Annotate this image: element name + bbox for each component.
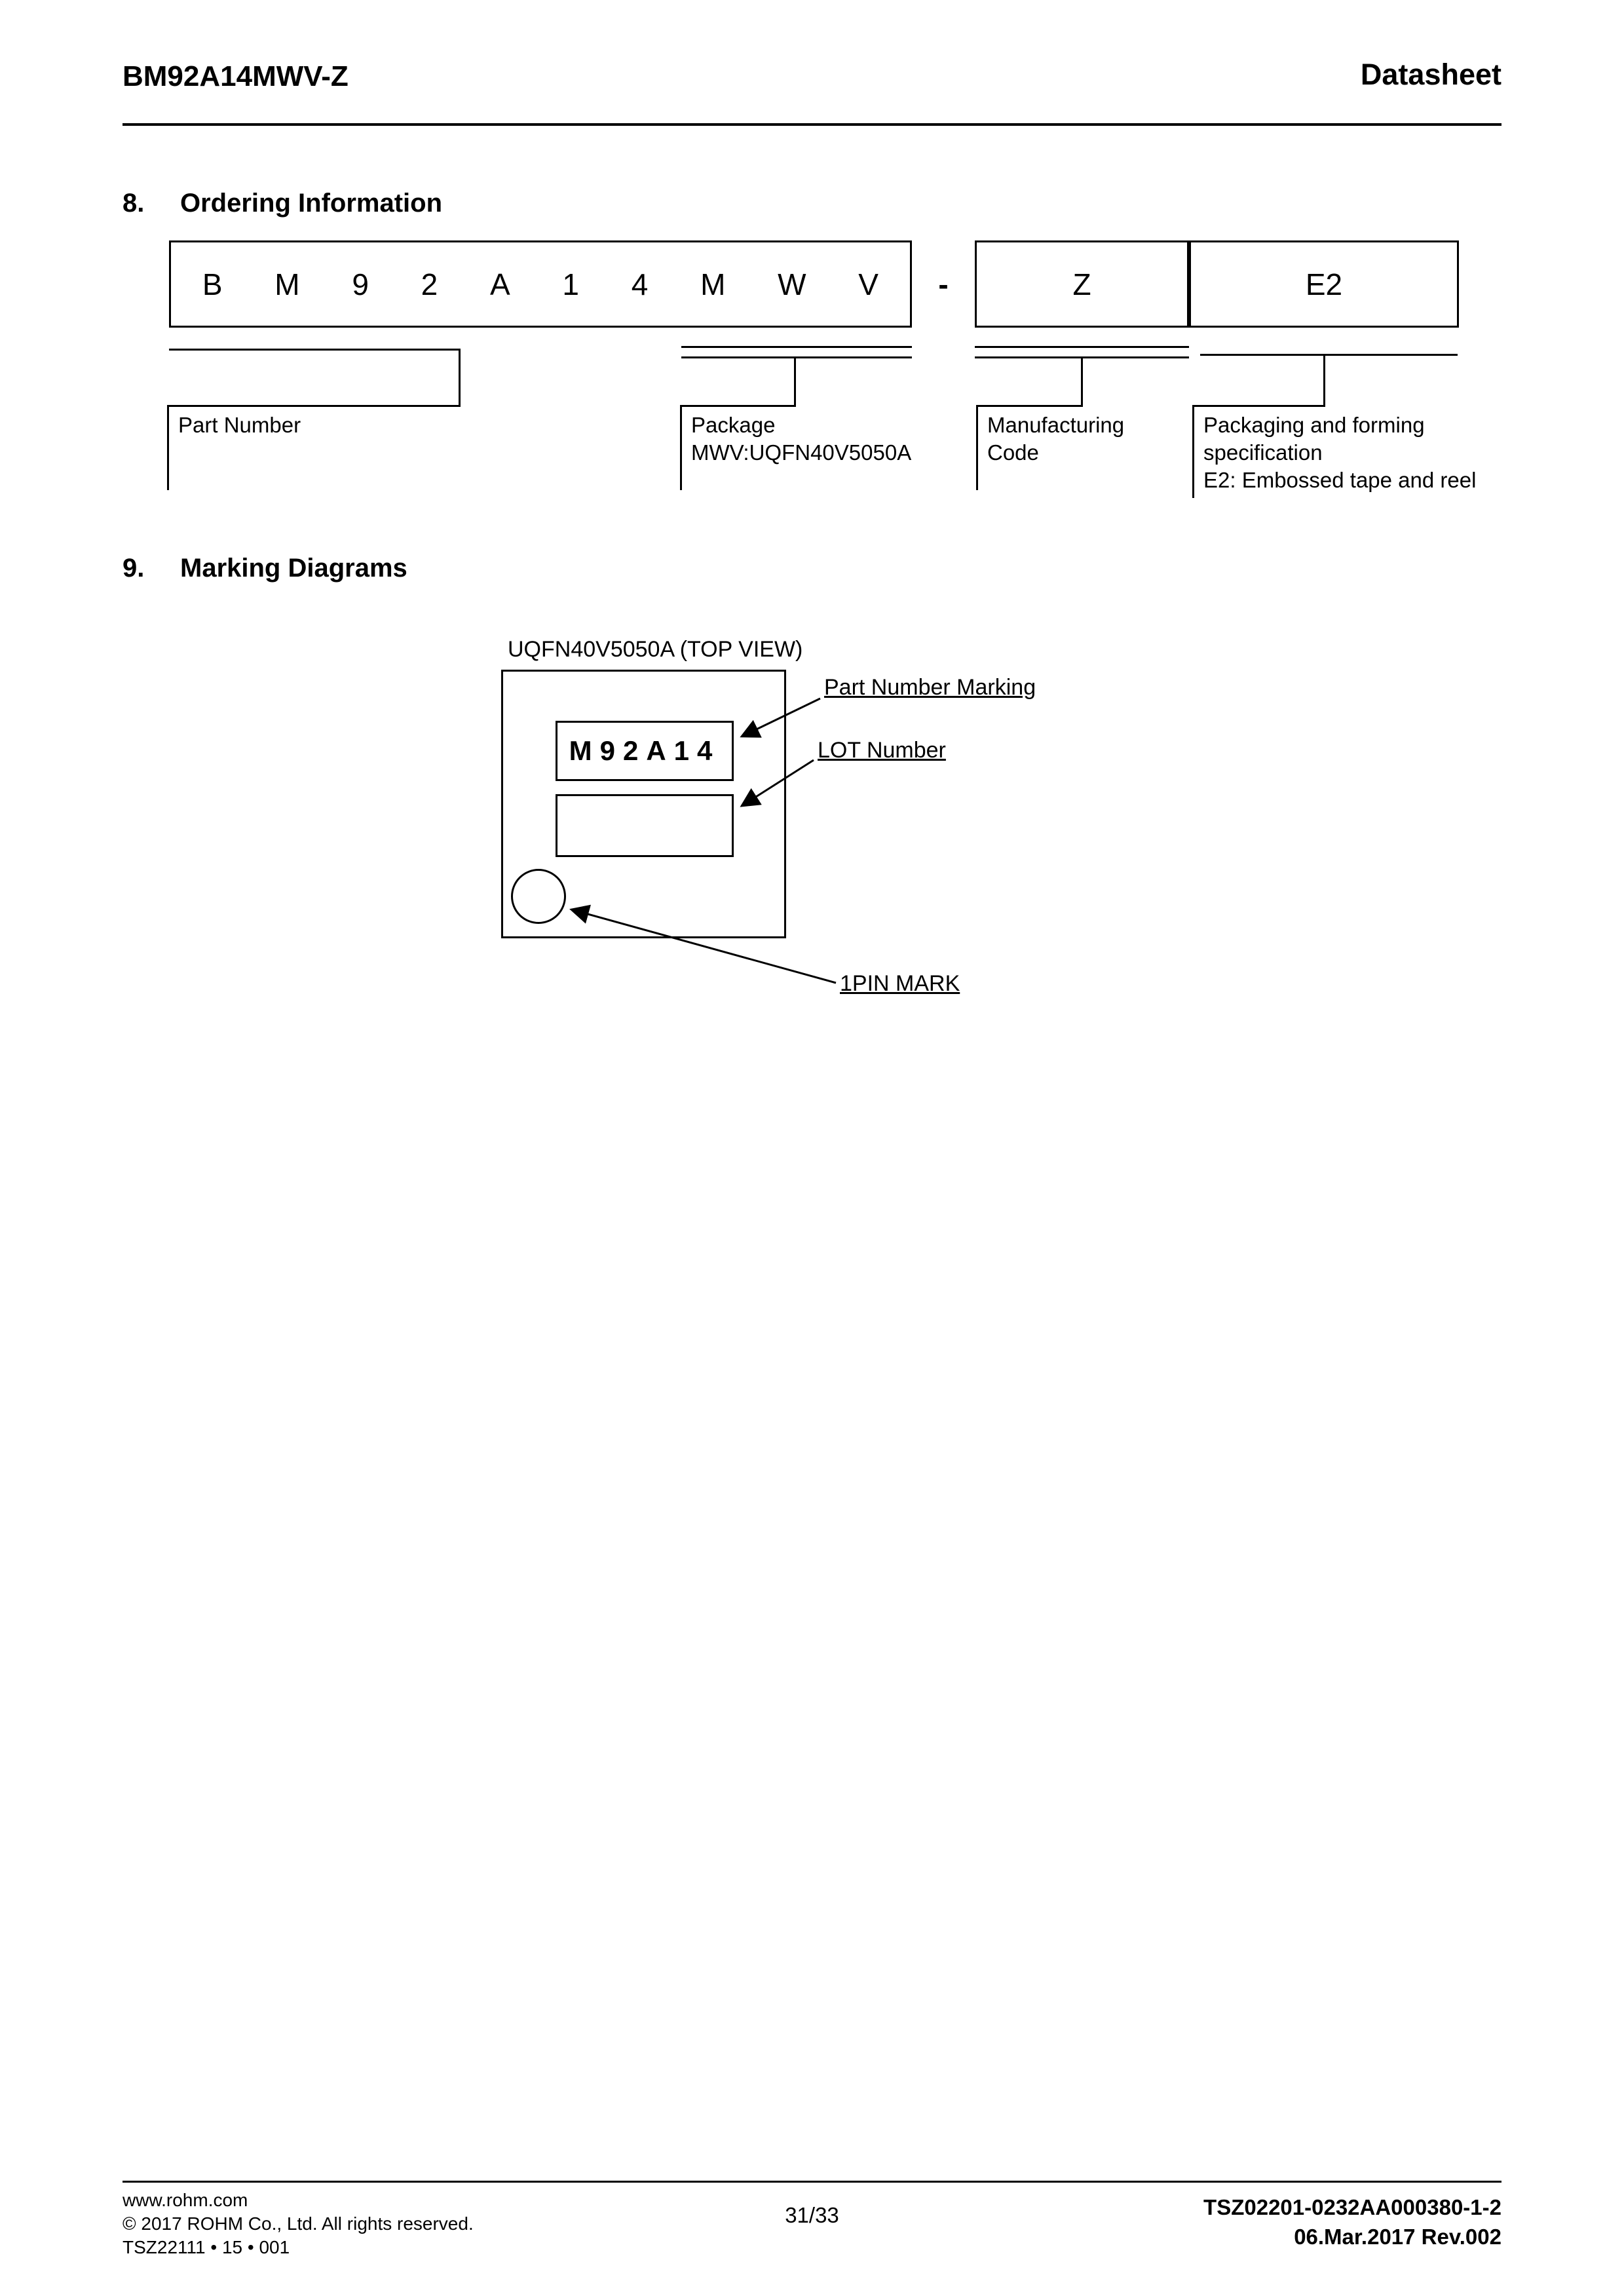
footer-copyright: © 2017 ROHM Co., Ltd. All rights reserve…	[123, 2213, 474, 2234]
part-char: M	[700, 267, 726, 301]
manufacturing-code-box: Z	[975, 240, 1189, 328]
pin1-mark-label: 1PIN MARK	[840, 971, 960, 996]
part-marking-box: M92A14	[556, 721, 734, 781]
manufacturing-label: Manufacturing Code	[987, 411, 1124, 467]
bracket-line-mfg-1	[975, 346, 1189, 348]
label-rule-package	[680, 405, 796, 407]
label-rule-mfg	[976, 405, 1083, 407]
label-tick-mfg	[976, 405, 978, 490]
footer-rule	[123, 2181, 1501, 2183]
part-char: 9	[352, 267, 369, 301]
footer-doc-id: TSZ02201-0232AA000380-1-2	[1203, 2195, 1501, 2219]
part-char: 2	[421, 267, 438, 301]
section-title-text: Ordering Information	[180, 189, 442, 218]
footer-right-block: TSZ02201-0232AA000380-1-2 06.Mar.2017 Re…	[1203, 2192, 1501, 2251]
part-char: B	[202, 267, 223, 301]
package-label-line2: MWV:UQFN40V5050A	[691, 440, 912, 465]
footer-website: www.rohm.com	[123, 2190, 248, 2210]
packaging-code-box: E2	[1189, 240, 1459, 328]
label-tick-package	[680, 405, 682, 490]
header-part-number: BM92A14MWV-Z	[123, 60, 349, 92]
drop-line-part-number	[459, 349, 461, 405]
label-rule-part-number	[167, 405, 461, 407]
drop-line-packaging	[1323, 354, 1325, 405]
pin1-mark-circle	[511, 869, 566, 924]
marking-diagram-caption: UQFN40V5050A (TOP VIEW)	[508, 637, 803, 662]
label-tick-part-number	[167, 405, 169, 490]
part-char: 1	[562, 267, 580, 301]
drop-line-package	[794, 356, 796, 405]
part-marking-text: M92A14	[569, 735, 721, 766]
bracket-line-package-2	[681, 356, 912, 358]
section-title-text: Marking Diagrams	[180, 554, 407, 583]
footer-page-number: 31/33	[785, 2203, 839, 2227]
part-number-label: Part Number	[178, 413, 301, 437]
part-number-separator: -	[938, 267, 949, 301]
part-char: A	[490, 267, 510, 301]
part-char: V	[858, 267, 878, 301]
part-number-box: B M 9 2 A 1 4 M W V	[169, 240, 912, 328]
footer-doc-code: TSZ22111 • 15 • 001	[123, 2237, 290, 2257]
marking-section-title: 9. Marking Diagrams	[123, 554, 407, 583]
packaging-code: E2	[1305, 267, 1343, 301]
manufacturing-label-line1: Manufacturing	[987, 413, 1125, 437]
footer-left-block: www.rohm.com © 2017 ROHM Co., Ltd. All r…	[123, 2189, 474, 2259]
header-rule	[123, 123, 1501, 126]
package-label: Package MWV:UQFN40V5050A	[691, 411, 911, 467]
lot-number-label: LOT Number	[818, 738, 946, 763]
label-tick-packaging	[1192, 405, 1194, 498]
drop-line-mfg	[1081, 356, 1083, 405]
footer-revision: 06.Mar.2017 Rev.002	[1294, 2225, 1501, 2249]
part-char: 4	[631, 267, 649, 301]
bracket-line-part-number	[169, 349, 460, 351]
bracket-line-package-1	[681, 346, 912, 348]
part-number-marking-label: Part Number Marking	[824, 675, 1036, 700]
header-doc-type: Datasheet	[1360, 58, 1501, 91]
section-number: 8.	[123, 189, 145, 218]
packaging-label-line2: specification	[1203, 440, 1323, 465]
section-number: 9.	[123, 554, 145, 583]
manufacturing-code: Z	[1072, 267, 1091, 301]
ordering-section-title: 8. Ordering Information	[123, 189, 442, 218]
package-label-line1: Package	[691, 413, 776, 437]
packaging-label-line1: Packaging and forming	[1203, 413, 1425, 437]
packaging-label-line3: E2: Embossed tape and reel	[1203, 468, 1477, 492]
label-rule-packaging	[1192, 405, 1325, 407]
manufacturing-label-line2: Code	[987, 440, 1039, 465]
part-char: M	[274, 267, 300, 301]
bracket-line-packaging	[1200, 354, 1458, 356]
part-char: W	[778, 267, 806, 301]
lot-number-box	[556, 794, 734, 857]
packaging-label: Packaging and forming specification E2: …	[1203, 411, 1476, 494]
